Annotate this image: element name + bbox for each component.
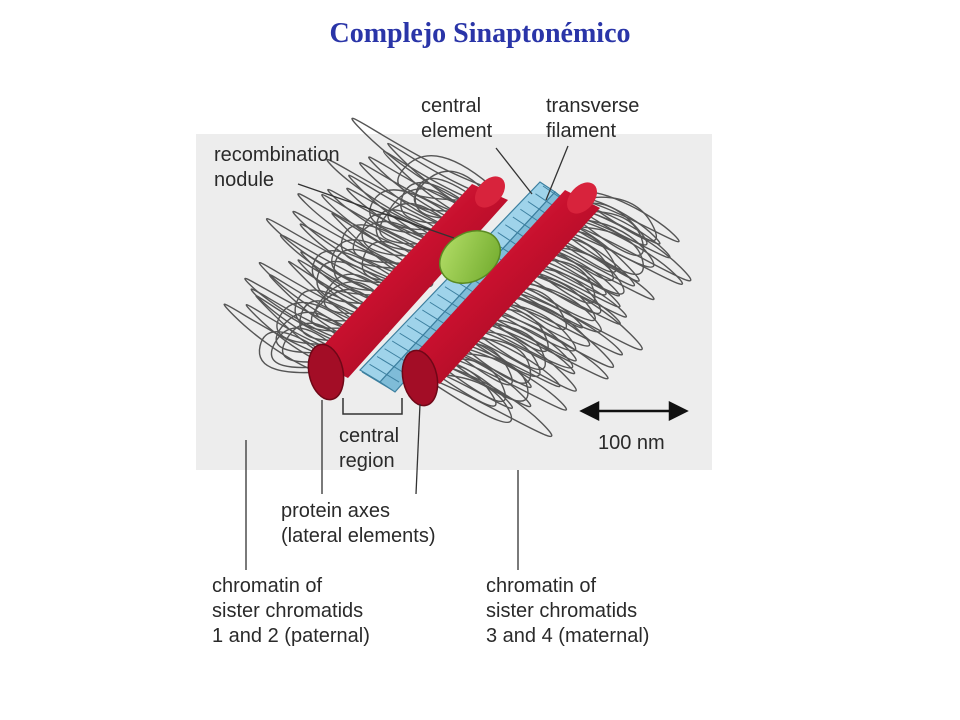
label-scale-bar: 100 nm	[598, 432, 665, 454]
label-central-region: central region	[339, 425, 400, 472]
recombination-nodule	[439, 230, 501, 284]
scale-bar	[579, 400, 689, 422]
lateral-element-paternal	[307, 176, 508, 401]
leader-lines	[245, 145, 569, 570]
central-region-bracket	[342, 398, 403, 415]
slide-title: Complejo Sinaptonémico	[329, 18, 631, 49]
label-central-element: central element	[421, 95, 493, 142]
label-chromatin-paternal: chromatin of sister chromatids 1 and 2 (…	[212, 575, 370, 647]
label-protein-axes: protein axes (lateral elements)	[281, 500, 436, 547]
label-transverse-filament: transverse filament	[546, 95, 640, 142]
label-chromatin-maternal: chromatin of sister chromatids 3 and 4 (…	[486, 575, 650, 647]
label-recombination-nodule: recombination nodule	[214, 144, 340, 191]
lateral-element-maternal	[401, 182, 600, 407]
